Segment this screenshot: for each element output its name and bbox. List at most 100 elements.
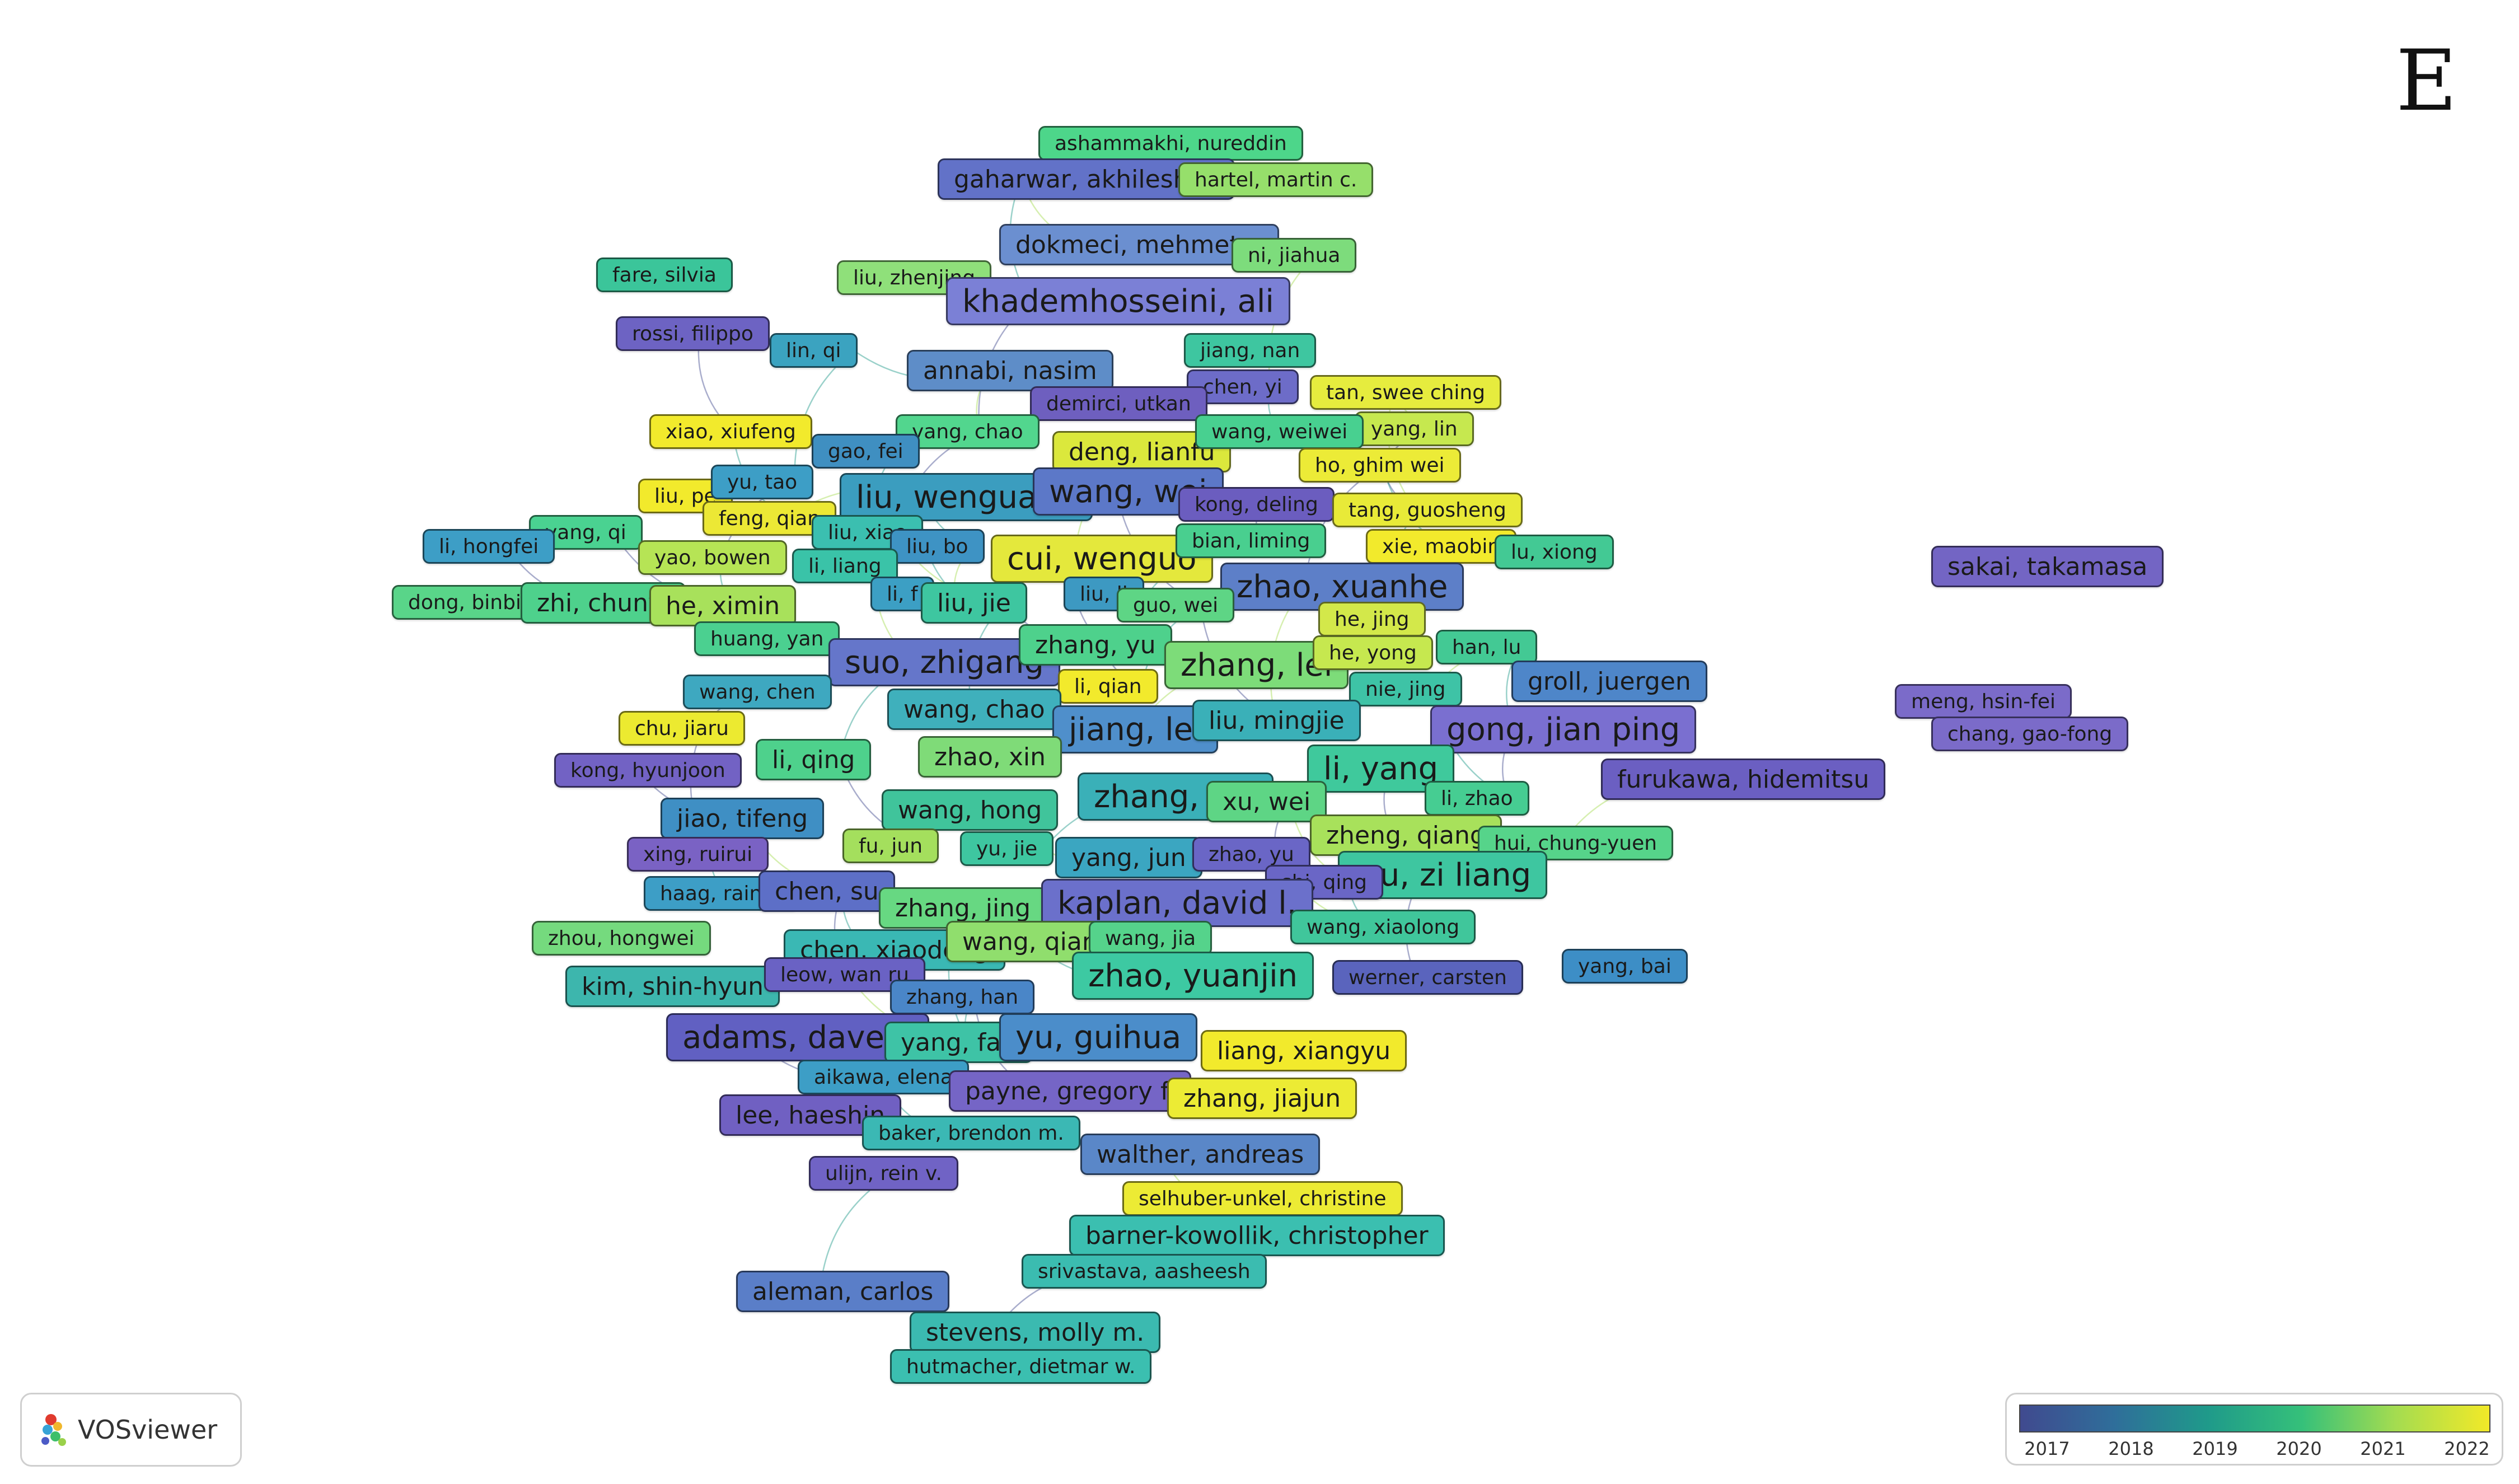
author-node[interactable]: yang, bai bbox=[1562, 949, 1688, 984]
author-node[interactable]: xu, wei bbox=[1206, 781, 1327, 822]
author-node[interactable]: zhao, xin bbox=[918, 736, 1062, 778]
author-node[interactable]: jiang, lei bbox=[1052, 705, 1218, 753]
author-node[interactable]: wang, jia bbox=[1089, 921, 1212, 956]
legend-year-label: 2019 bbox=[2192, 1438, 2238, 1459]
author-node[interactable]: liu, jie bbox=[921, 582, 1027, 624]
author-node[interactable]: selhuber-unkel, christine bbox=[1122, 1181, 1403, 1216]
author-node[interactable]: fu, jun bbox=[842, 828, 939, 863]
author-node[interactable]: jiang, nan bbox=[1184, 333, 1317, 368]
author-node[interactable]: hartel, martin c. bbox=[1178, 162, 1374, 197]
author-node[interactable]: xiao, xiufeng bbox=[649, 414, 812, 449]
author-node[interactable]: groll, juergen bbox=[1511, 661, 1707, 702]
author-node[interactable]: gaharwar, akhilesh k. bbox=[938, 158, 1235, 200]
author-node[interactable]: gong, jian ping bbox=[1430, 705, 1697, 753]
legend-year-label: 2018 bbox=[2108, 1438, 2154, 1459]
author-node[interactable]: yang, qi bbox=[529, 515, 643, 550]
author-node[interactable]: ashammakhi, nureddin bbox=[1038, 126, 1303, 161]
author-node[interactable]: xie, maobin bbox=[1366, 529, 1517, 564]
author-node[interactable]: payne, gregory f. bbox=[949, 1070, 1192, 1112]
author-node[interactable]: aikawa, elena bbox=[798, 1060, 969, 1094]
vosviewer-logo[interactable]: VOSviewer bbox=[20, 1393, 242, 1467]
author-node[interactable]: walther, andreas bbox=[1080, 1134, 1321, 1175]
author-node[interactable]: furukawa, hidemitsu bbox=[1601, 759, 1886, 800]
panel-letter: E bbox=[2396, 32, 2457, 130]
author-node[interactable]: wang, weiwei bbox=[1195, 414, 1364, 449]
author-node[interactable]: zhang, jiajun bbox=[1167, 1078, 1357, 1119]
author-node[interactable]: demirci, utkan bbox=[1030, 386, 1207, 421]
author-node[interactable]: liu, bo bbox=[890, 529, 985, 564]
author-node[interactable]: kaplan, david l. bbox=[1041, 879, 1313, 927]
legend-year-label: 2022 bbox=[2444, 1438, 2490, 1459]
author-node[interactable]: chen, su bbox=[758, 870, 895, 912]
author-node[interactable]: bian, liming bbox=[1176, 523, 1327, 558]
author-node[interactable]: tan, swee ching bbox=[1310, 375, 1502, 410]
legend-year-label: 2017 bbox=[2024, 1438, 2070, 1459]
author-node[interactable]: lu, xiong bbox=[1495, 535, 1614, 569]
author-node[interactable]: li, qing bbox=[756, 739, 872, 780]
author-node[interactable]: aleman, carlos bbox=[736, 1271, 950, 1312]
author-node[interactable]: yu, tao bbox=[711, 465, 814, 499]
author-node[interactable]: chu, jiaru bbox=[619, 711, 745, 746]
author-node[interactable]: he, jing bbox=[1318, 602, 1426, 636]
author-node[interactable]: zhang, yu bbox=[1019, 624, 1172, 666]
author-node[interactable]: gao, fei bbox=[812, 434, 920, 469]
author-node[interactable]: wang, chao bbox=[887, 689, 1061, 730]
legend-year-label: 2020 bbox=[2276, 1438, 2322, 1459]
author-node[interactable]: jiao, tifeng bbox=[661, 798, 825, 839]
author-node[interactable]: barner-kowollik, christopher bbox=[1069, 1215, 1445, 1256]
author-node[interactable]: werner, carsten bbox=[1332, 960, 1523, 995]
author-node[interactable]: chen, yi bbox=[1187, 369, 1299, 404]
author-node[interactable]: li, hongfei bbox=[423, 529, 555, 564]
author-node[interactable]: ni, jiahua bbox=[1232, 238, 1357, 273]
author-node[interactable]: khademhosseini, ali bbox=[946, 277, 1290, 325]
author-node[interactable]: yu, jie bbox=[960, 831, 1054, 866]
author-node[interactable]: lee, haeshin bbox=[719, 1094, 902, 1136]
author-node[interactable]: zhang, han bbox=[890, 980, 1035, 1014]
author-node[interactable]: zhou, hongwei bbox=[532, 921, 711, 956]
author-node[interactable]: sakai, takamasa bbox=[1931, 546, 2164, 587]
author-node[interactable]: yao, bowen bbox=[638, 540, 787, 575]
author-node[interactable]: huang, yan bbox=[694, 621, 840, 656]
author-node[interactable]: wang, hong bbox=[882, 789, 1059, 831]
author-node[interactable]: guo, wei bbox=[1117, 588, 1235, 622]
author-node[interactable]: liu, mingjie bbox=[1192, 700, 1361, 741]
author-node[interactable]: kong, hyunjoon bbox=[554, 753, 742, 788]
author-node[interactable]: liang, xiangyu bbox=[1201, 1030, 1407, 1071]
author-node[interactable]: xing, ruirui bbox=[627, 837, 769, 872]
author-node[interactable]: srivastava, aasheesh bbox=[1022, 1254, 1267, 1289]
author-node[interactable]: dong, binbin bbox=[392, 585, 550, 620]
author-node[interactable]: zhao, yu bbox=[1192, 837, 1310, 872]
author-node[interactable]: zhao, yuanjin bbox=[1072, 952, 1314, 1000]
author-node[interactable]: yu, guihua bbox=[999, 1013, 1198, 1061]
author-node[interactable]: yang, jun bbox=[1055, 837, 1202, 878]
author-node[interactable]: fare, silvia bbox=[596, 258, 733, 292]
author-node[interactable]: stevens, molly m. bbox=[910, 1312, 1161, 1353]
author-node[interactable]: baker, brendon m. bbox=[862, 1116, 1080, 1150]
author-node[interactable]: annabi, nasim bbox=[907, 350, 1113, 391]
author-node[interactable]: kim, shin-hyun bbox=[565, 966, 780, 1007]
author-node[interactable]: wang, xiaolong bbox=[1290, 910, 1476, 944]
author-node[interactable]: he, yong bbox=[1313, 635, 1433, 670]
author-node[interactable]: tang, guosheng bbox=[1332, 493, 1523, 527]
author-node[interactable]: ho, ghim wei bbox=[1299, 448, 1461, 483]
author-node[interactable]: he, ximin bbox=[649, 585, 797, 626]
author-node[interactable]: cui, wenguo bbox=[991, 535, 1213, 583]
author-node[interactable]: han, lu bbox=[1436, 630, 1538, 664]
author-node[interactable]: yang, lin bbox=[1355, 411, 1474, 446]
author-node[interactable]: meng, hsin-fei bbox=[1895, 684, 2072, 719]
author-node[interactable]: chang, gao-fong bbox=[1931, 717, 2129, 751]
author-node[interactable]: zheng, qiang bbox=[1310, 814, 1502, 856]
author-node[interactable]: wang, chen bbox=[683, 675, 832, 709]
author-node[interactable]: zhi, chunyi bbox=[521, 582, 686, 624]
author-node[interactable]: lin, qi bbox=[770, 333, 858, 368]
author-node[interactable]: kong, deling bbox=[1178, 487, 1335, 522]
author-node[interactable]: li, zhao bbox=[1425, 781, 1529, 816]
author-node[interactable]: nie, jing bbox=[1349, 672, 1462, 706]
author-node[interactable]: ulijn, rein v. bbox=[809, 1156, 958, 1191]
author-node[interactable]: rossi, filippo bbox=[616, 316, 770, 351]
author-node[interactable]: wu, zi liang bbox=[1338, 851, 1548, 899]
author-node[interactable]: li, qian bbox=[1058, 669, 1158, 704]
author-node[interactable]: hutmacher, dietmar w. bbox=[890, 1349, 1152, 1384]
author-node[interactable]: yang, chao bbox=[896, 414, 1040, 449]
legend-color-bar bbox=[2019, 1405, 2490, 1432]
